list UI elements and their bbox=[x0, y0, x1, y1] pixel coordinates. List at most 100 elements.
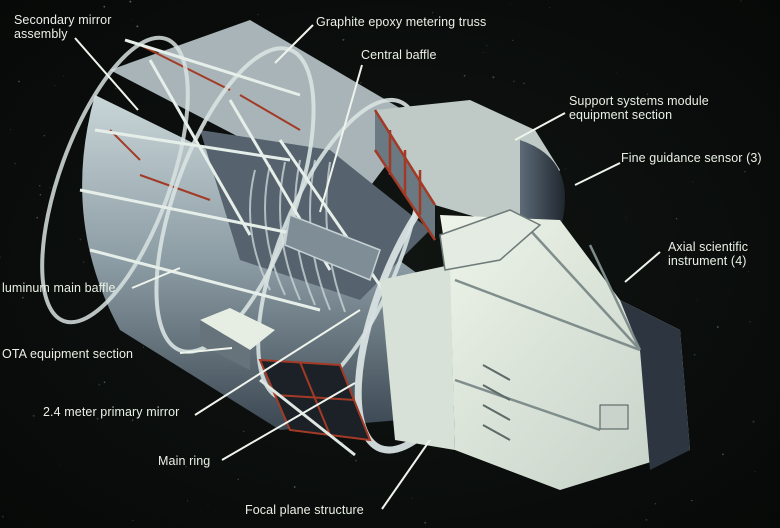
star bbox=[740, 0, 742, 2]
star bbox=[625, 217, 627, 219]
star bbox=[18, 80, 20, 83]
leader-central-baffle bbox=[319, 64, 363, 213]
label-line: luminum main baffle bbox=[2, 281, 116, 295]
star bbox=[2, 515, 4, 518]
leader-lines bbox=[74, 24, 661, 510]
label-aluminum-main-baffle: luminum main baffle bbox=[2, 281, 116, 295]
star bbox=[43, 134, 46, 137]
leader-ota-equipment bbox=[179, 347, 233, 354]
star bbox=[463, 74, 466, 77]
star bbox=[242, 430, 245, 433]
star bbox=[744, 170, 746, 173]
label-line: Support systems module bbox=[569, 94, 709, 108]
star bbox=[752, 420, 755, 423]
star bbox=[431, 12, 434, 14]
star bbox=[564, 168, 566, 170]
star bbox=[131, 19, 133, 21]
label-axial-scientific-instrument: Axial scientific instrument (4) bbox=[668, 240, 748, 268]
star bbox=[39, 185, 41, 187]
star bbox=[721, 453, 724, 456]
central-baffle-shape bbox=[284, 213, 381, 281]
leader-support-module bbox=[514, 112, 566, 141]
star bbox=[14, 162, 16, 165]
star bbox=[749, 321, 751, 323]
leader-fine-guidance bbox=[574, 162, 621, 186]
label-line: Axial scientific bbox=[668, 240, 749, 254]
star bbox=[350, 455, 352, 457]
star bbox=[492, 76, 495, 79]
star bbox=[694, 354, 696, 356]
label-secondary-mirror-assembly: Secondary mirror assembly bbox=[14, 13, 111, 41]
star bbox=[716, 326, 719, 328]
ota-equipment-section-shape bbox=[200, 308, 275, 370]
star bbox=[747, 271, 749, 273]
star bbox=[82, 261, 85, 263]
leader-axial-instrument bbox=[624, 251, 661, 283]
star bbox=[98, 383, 101, 386]
support-systems-module-shape bbox=[373, 100, 565, 241]
label-central-baffle: Central baffle bbox=[361, 48, 437, 62]
star bbox=[142, 346, 144, 348]
star bbox=[136, 25, 139, 28]
leader-aluminum-baffle bbox=[131, 267, 181, 289]
axial-instrument-box bbox=[380, 215, 690, 490]
star bbox=[510, 3, 511, 5]
star bbox=[103, 381, 106, 384]
label-primary-mirror: 2.4 meter primary mirror bbox=[43, 405, 179, 419]
label-graphite-epoxy-metering-truss: Graphite epoxy metering truss bbox=[316, 15, 486, 29]
star bbox=[131, 419, 134, 422]
star bbox=[207, 504, 209, 506]
star bbox=[360, 81, 362, 84]
star bbox=[0, 256, 1, 258]
star bbox=[59, 464, 61, 466]
label-line: assembly bbox=[14, 27, 68, 41]
star bbox=[645, 518, 648, 521]
fine-guidance-sensor-shape bbox=[439, 209, 542, 271]
star bbox=[356, 509, 359, 512]
star bbox=[96, 417, 99, 420]
star bbox=[237, 478, 240, 481]
star bbox=[293, 486, 296, 488]
star bbox=[616, 71, 618, 73]
label-fine-guidance-sensor: Fine guidance sensor (3) bbox=[621, 151, 762, 165]
star bbox=[10, 129, 11, 130]
star bbox=[482, 52, 484, 53]
star bbox=[39, 194, 42, 196]
star bbox=[355, 459, 357, 462]
label-support-systems-module: Support systems module equipment section bbox=[569, 94, 709, 122]
star bbox=[739, 159, 742, 162]
star bbox=[754, 471, 756, 473]
label-line: OTA equipment section bbox=[2, 347, 134, 361]
star bbox=[115, 87, 117, 89]
label-line: Focal plane structure bbox=[245, 503, 364, 517]
star bbox=[54, 84, 56, 86]
star bbox=[486, 44, 488, 47]
leader-metering-truss bbox=[274, 24, 314, 64]
label-line: Graphite epoxy metering truss bbox=[316, 15, 487, 29]
star bbox=[523, 82, 525, 85]
label-ota-equipment-section: OTA equipment section bbox=[2, 347, 133, 361]
star bbox=[187, 500, 189, 502]
star bbox=[32, 414, 35, 417]
star bbox=[257, 14, 259, 15]
star bbox=[696, 299, 698, 301]
leader-main-ring bbox=[221, 382, 356, 461]
star bbox=[129, 0, 132, 3]
star bbox=[205, 124, 207, 126]
label-line: Fine guidance sensor (3) bbox=[621, 151, 762, 165]
star bbox=[63, 75, 65, 77]
star bbox=[692, 181, 694, 183]
label-line: 2.4 meter primary mirror bbox=[43, 405, 180, 419]
star bbox=[384, 26, 386, 29]
star bbox=[549, 7, 550, 9]
star bbox=[512, 39, 514, 42]
star bbox=[675, 218, 678, 220]
label-main-ring: Main ring bbox=[158, 454, 210, 468]
star bbox=[411, 497, 413, 499]
star bbox=[646, 93, 649, 95]
label-line: Secondary mirror bbox=[14, 13, 112, 27]
label-line: Main ring bbox=[158, 454, 211, 468]
star bbox=[691, 499, 693, 502]
label-line: instrument (4) bbox=[668, 254, 747, 268]
